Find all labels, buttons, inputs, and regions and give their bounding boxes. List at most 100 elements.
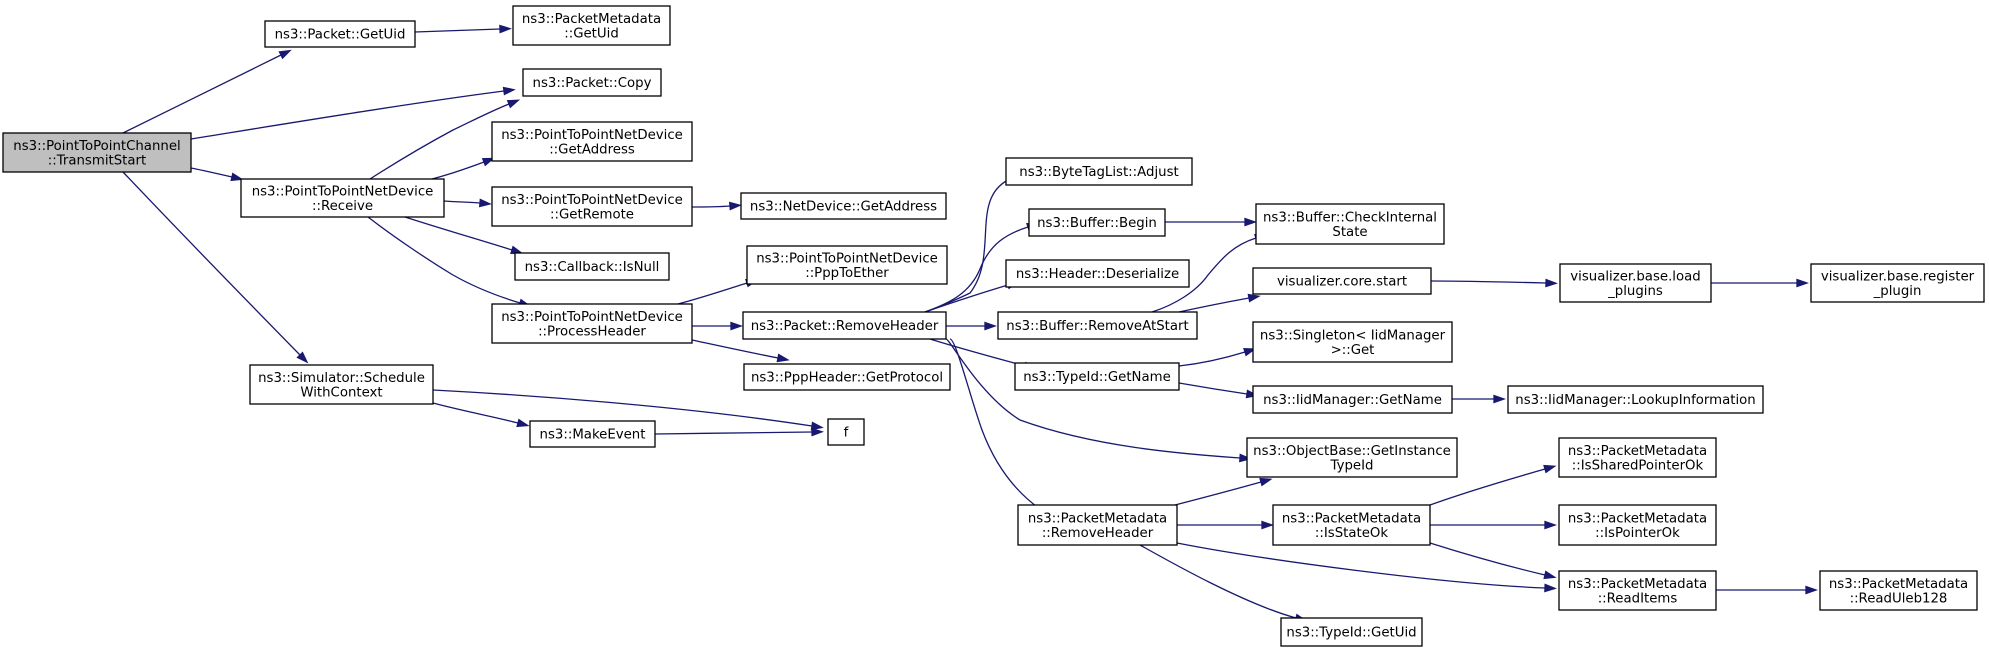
node-box [827,418,865,446]
nodes-layer: ns3::PointToPointChannel::TransmitStartn… [2,5,1985,647]
node-box [249,364,434,405]
node-f[interactable]: f [827,418,865,446]
edge-n_transmit-to-n_copy [190,86,516,140]
edge-n_pm_removeheader-to-n_pm_readitems [1176,542,1557,593]
node-getuid-pkt[interactable]: ns3::Packet::GetUid [264,20,416,48]
edge-n_pkt_removeheader-to-n_hdr_deser [924,280,1020,313]
node-box [1005,157,1193,186]
node-ppp-getproto[interactable]: ns3::PppHeader::GetProtocol [743,363,951,391]
node-label: ::ReadUleb128 [1850,591,1948,606]
node-label: visualizer.base.register [1821,269,1975,284]
node-box [1005,259,1190,288]
node-p2p-pppether[interactable]: ns3::PointToPointNetDevice::PppToEther [746,245,948,285]
node-pm-removeheader[interactable]: ns3::PacketMetadata::RemoveHeader [1017,504,1178,546]
edge-n_vis_load-to-n_vis_register [1710,278,1809,288]
node-label: ns3::PacketMetadata [1568,444,1707,459]
node-label: ::IsSharedPointerOk [1572,458,1704,473]
node-pm-readuleb[interactable]: ns3::PacketMetadata::ReadUleb128 [1819,570,1978,611]
node-label: ::TransmitStart [48,153,146,168]
node-buf-begin[interactable]: ns3::Buffer::Begin [1028,208,1166,237]
node-p2p-procheader[interactable]: ns3::PointToPointNetDevice::ProcessHeade… [491,303,693,344]
node-pm-getuid[interactable]: ns3::PacketMetadata::GetUid [512,5,671,46]
node-label: ns3::PacketMetadata [1028,511,1167,526]
node-box [491,121,693,162]
node-box [240,178,445,218]
edge-n_buf_begin-to-n_buf_checkinternal [1165,217,1257,227]
edge-n_typeid_getname-to-n_singleton_get [1178,347,1257,367]
edge-n_pm_removeheader-to-n_objbase [1174,477,1273,506]
node-label: ns3::PointToPointNetDevice [501,193,683,208]
node-singleton-get[interactable]: ns3::Singleton< IidManager>::Get [1252,321,1453,363]
node-label: ::ProcessHeader [538,324,646,339]
node-label: ns3::TypeId::GetName [1023,370,1171,385]
node-box [1280,617,1423,647]
node-nd-getaddr[interactable]: ns3::NetDevice::GetAddress [740,192,947,220]
node-p2p-getremote[interactable]: ns3::PointToPointNetDevice::GetRemote [491,186,693,227]
edge-n_p2p_getremote-to-n_nd_getaddr [691,201,742,211]
node-box [742,311,947,340]
edge-n_transmit-to-n_getuid_pkt [122,49,292,134]
node-box [1558,504,1717,546]
node-label: ::IsStateOk [1315,526,1388,541]
edge-n_p2p_procheader-to-n_p2p_pppether [677,278,759,305]
edge-n_pm_readitems-to-n_pm_readuleb [1716,585,1818,595]
node-hdr-deser[interactable]: ns3::Header::Deserialize [1005,259,1190,288]
node-cb-isnull[interactable]: ns3::Callback::IsNull [514,252,670,281]
node-pm-isptr[interactable]: ns3::PacketMetadata::IsPointerOk [1558,504,1717,546]
node-typeid-getname[interactable]: ns3::TypeId::GetName [1014,362,1180,391]
node-vis-register[interactable]: visualizer.base.register_plugin [1810,263,1985,303]
node-box [997,311,1198,340]
node-label: ns3::PointToPointNetDevice [756,251,938,266]
node-p2p-receive[interactable]: ns3::PointToPointNetDevice::Receive [240,178,445,218]
node-box [1558,437,1717,478]
node-iid-lookup[interactable]: ns3::IidManager::LookupInformation [1507,385,1764,414]
edges-layer [122,24,1818,623]
node-makeevent[interactable]: ns3::MakeEvent [529,420,656,448]
edge-n_pkt_removeheader-to-n_objbase [945,338,1252,463]
node-iid-getname[interactable]: ns3::IidManager::GetName [1252,385,1453,414]
node-label: ns3::Buffer::Begin [1037,216,1157,231]
node-pm-issharedptr[interactable]: ns3::PacketMetadata::IsSharedPointerOk [1558,437,1717,478]
node-typeid-getuid[interactable]: ns3::TypeId::GetUid [1280,617,1423,647]
edge-n_p2p_procheader-to-n_ppp_getproto [691,339,790,363]
node-p2p-getaddr[interactable]: ns3::PointToPointNetDevice::GetAddress [491,121,693,162]
edge-n_p2p_receive-to-n_p2p_getremote [443,198,492,208]
edge-n_sched-to-n_f [432,389,824,431]
node-label: visualizer.base.load [1570,269,1700,284]
edge-n_typeid_getname-to-n_iid_getname [1178,382,1259,399]
edge-n_p2p_receive-to-n_cb_isnull [404,216,524,255]
edge-n_pm_removeheader-to-n_pm_isstateok [1177,520,1274,530]
node-box [522,68,662,97]
node-label: ns3::IidManager::GetName [1263,393,1442,408]
edge-n_pkt_removeheader-to-n_buf_removeatstart [946,321,997,331]
node-label: _plugins [1607,284,1663,299]
node-pm-isstateok[interactable]: ns3::PacketMetadata::IsStateOk [1272,504,1431,546]
node-label: State [1332,225,1367,240]
node-label: ::Receive [312,199,373,214]
node-vis-load[interactable]: visualizer.base.load_plugins [1559,263,1712,303]
node-label: ::PppToEther [805,266,889,281]
node-vis-start[interactable]: visualizer.core.start [1252,267,1432,295]
node-label: ns3::Buffer::RemoveAtStart [1006,319,1188,334]
node-label: ::ReadItems [1598,591,1678,606]
node-pkt-removeheader[interactable]: ns3::Packet::RemoveHeader [742,311,947,340]
node-label: >::Get [1331,343,1375,358]
node-box [491,303,693,344]
node-transmit[interactable]: ns3::PointToPointChannel::TransmitStart [2,132,192,173]
node-btl-adjust[interactable]: ns3::ByteTagList::Adjust [1005,157,1193,186]
node-box [1819,570,1978,611]
node-label: ns3::Packet::GetUid [275,28,406,43]
node-box [1252,267,1432,295]
node-label: WithContext [300,385,382,400]
node-label: ns3::Packet::Copy [533,76,652,91]
node-copy[interactable]: ns3::Packet::Copy [522,68,662,97]
node-pm-readitems[interactable]: ns3::PacketMetadata::ReadItems [1558,570,1717,611]
node-buf-removeatstart[interactable]: ns3::Buffer::RemoveAtStart [997,311,1198,340]
node-label: ns3::Simulator::Schedule [258,371,425,386]
node-box [1559,263,1712,303]
node-label: ns3::PacketMetadata [522,12,661,27]
